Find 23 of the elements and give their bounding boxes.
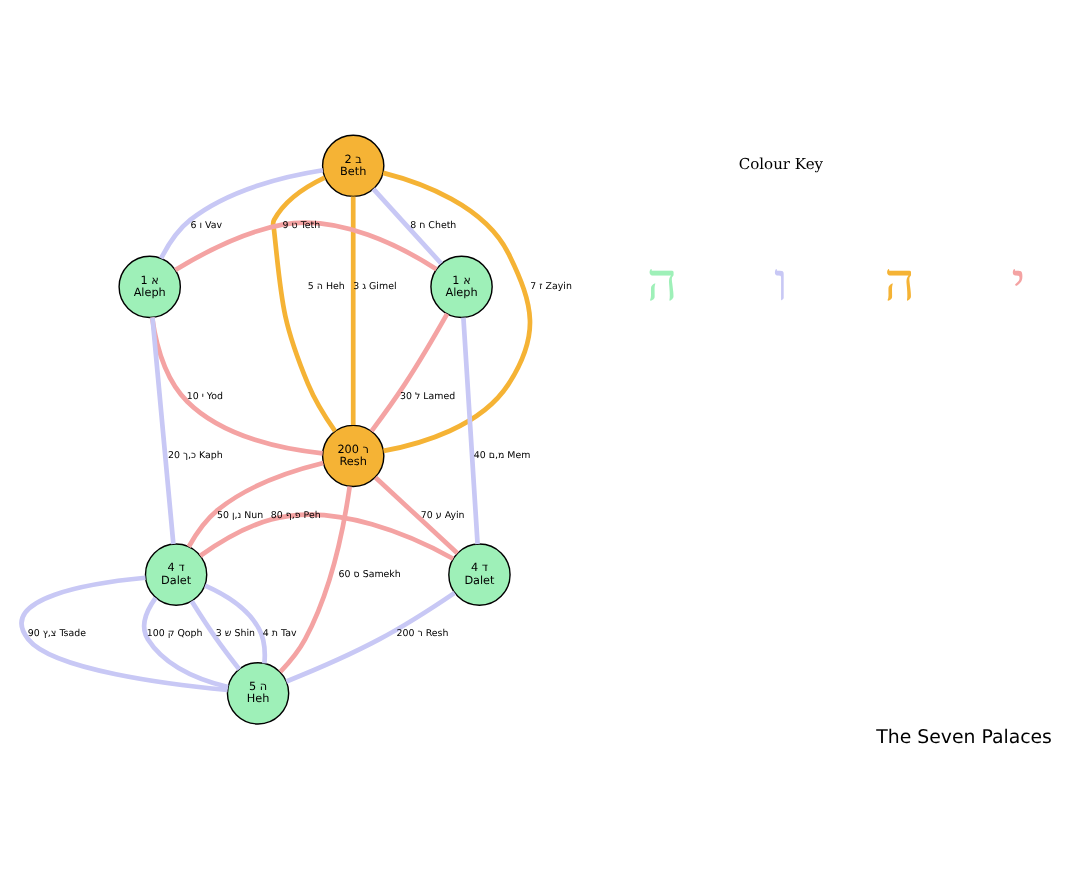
diagram-title: The Seven Palaces bbox=[876, 726, 1052, 749]
connector bbox=[373, 475, 459, 556]
connector bbox=[186, 460, 324, 548]
connector bbox=[198, 512, 455, 561]
connector bbox=[285, 590, 456, 684]
connector bbox=[141, 596, 229, 690]
connector bbox=[461, 317, 480, 545]
legend-label: י bbox=[1011, 253, 1026, 312]
connector bbox=[278, 486, 353, 674]
connector bbox=[189, 600, 242, 671]
connector bbox=[174, 220, 438, 273]
connector bbox=[19, 575, 228, 693]
connector bbox=[270, 175, 337, 433]
legend-label: ה bbox=[884, 253, 915, 312]
connector bbox=[204, 583, 268, 664]
connector bbox=[159, 167, 324, 260]
legend-label: ה bbox=[647, 253, 678, 312]
connector bbox=[382, 170, 533, 454]
connector bbox=[150, 317, 176, 545]
connector bbox=[149, 317, 323, 456]
connector bbox=[350, 196, 356, 425]
connector bbox=[369, 312, 450, 433]
connector bbox=[371, 187, 443, 266]
